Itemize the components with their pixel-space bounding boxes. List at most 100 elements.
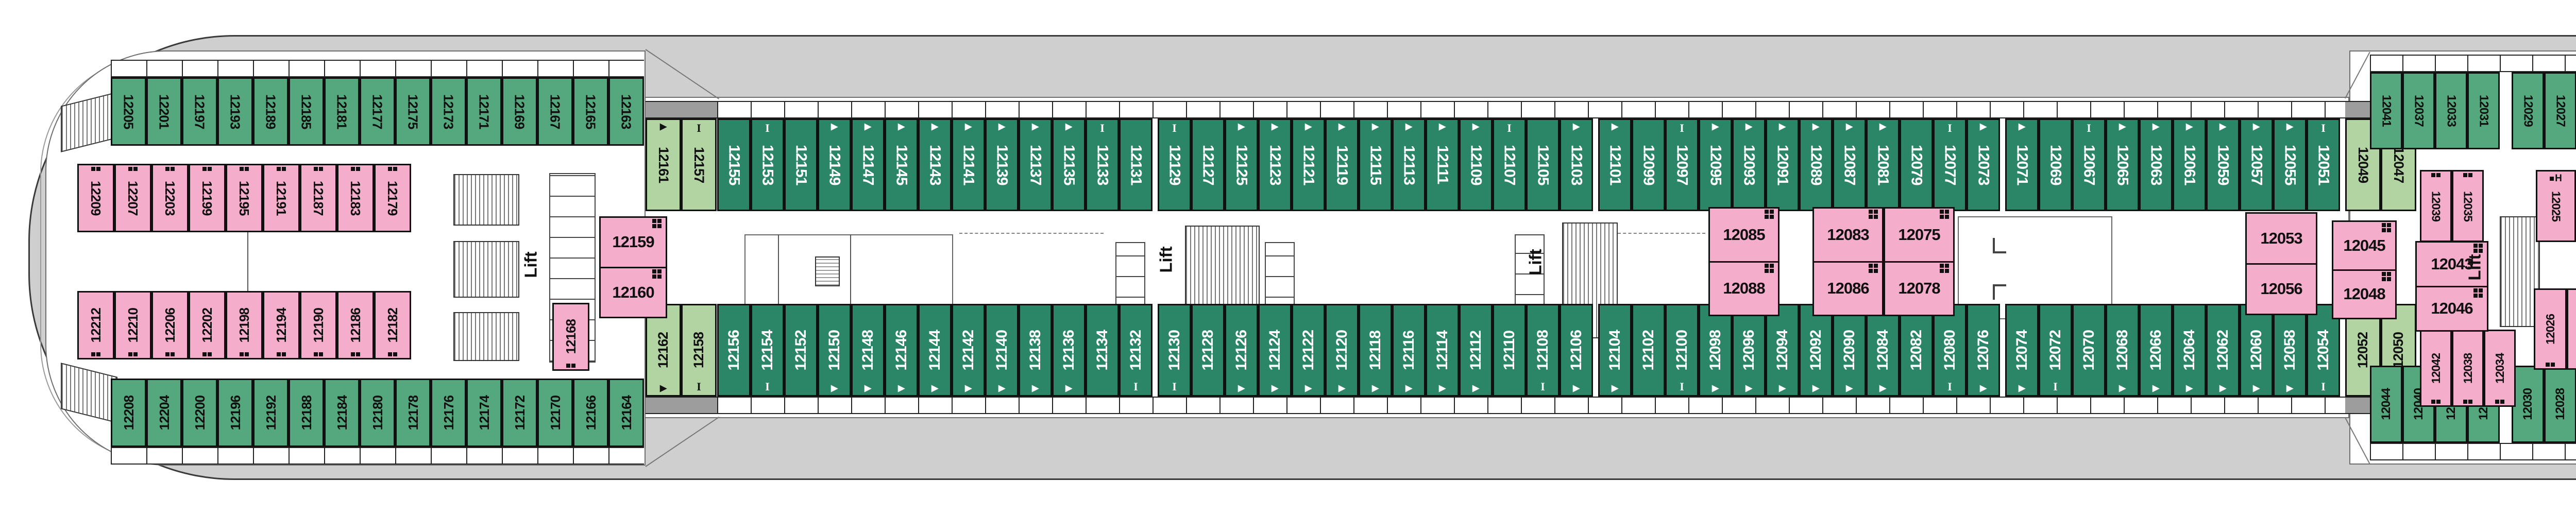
cabin-12089: 12089▶: [1799, 118, 1833, 211]
cabin-12118: 12118▶: [1359, 304, 1392, 397]
cabin-12206: 12206: [151, 291, 189, 359]
chair-icon: [1993, 238, 2006, 253]
cabin-marker-t: ▶: [2119, 383, 2126, 393]
cabin-12208: 12208: [111, 379, 146, 447]
cabin-12122: 12122▶: [1292, 304, 1325, 397]
cabin-marker-s: [301, 352, 335, 356]
cabin-marker-b: I: [1100, 122, 1105, 134]
cabin-marker-t: ▶: [1711, 383, 1719, 393]
cabin-12188: 12188: [289, 379, 324, 447]
cabin-marker-t: ▶: [1845, 383, 1853, 393]
cabin-marker-t: ▶: [1711, 122, 1719, 131]
cabin-12152: 12152: [784, 304, 818, 397]
cabin-12187: 12187: [300, 164, 337, 232]
cabin-marker-t: ▶: [1371, 383, 1379, 393]
cabin-12055: 12055▶: [2273, 118, 2307, 211]
stairs-icon: [453, 312, 519, 361]
cabin-12053: 12053: [2260, 229, 2302, 247]
cabin-marker-b: I: [2321, 122, 2326, 134]
cabin-12147: 12147▶: [851, 118, 885, 211]
cabin-marker-s4: [2382, 271, 2391, 281]
lift-label: Lift: [1526, 249, 1545, 276]
cabin-12074: 12074▶: [2005, 304, 2039, 397]
cabin-marker-s4: [2473, 244, 2483, 253]
cabin-marker-t: ▶: [1065, 383, 1073, 393]
cabin-marker-s: [79, 352, 113, 356]
cabin-12128: 12128: [1191, 304, 1225, 397]
cabin-12048: 12048: [2333, 269, 2395, 318]
cabin-12199: 12199: [189, 164, 226, 232]
cabin-12114: 12114▶: [1426, 304, 1459, 397]
cabin-marker-b: I: [697, 380, 701, 393]
cabin-12035: 12035: [2452, 170, 2484, 242]
service-room-wall: [778, 234, 779, 352]
cabin-marker-t: ▶: [1438, 122, 1446, 131]
cabin-marker-b: I: [2087, 122, 2091, 134]
cabin-marker-t: ▶: [1338, 383, 1346, 393]
cabin-12095: 12095▶: [1699, 118, 1732, 211]
cabin-12043: 12043: [2417, 243, 2487, 286]
cabin-marker-t: ▶: [931, 122, 939, 131]
cabin-marker-t: ▶: [831, 383, 838, 393]
cabin-12198: 12198: [226, 291, 263, 359]
cabin-12120: 12120▶: [1325, 304, 1359, 397]
cabin-12063: 12063▶: [2139, 118, 2173, 211]
cabin-marker-t: ▶: [1271, 122, 1279, 131]
cabin-12197: 12197: [182, 77, 217, 146]
cabin-12093: 12093▶: [1732, 118, 1766, 211]
cabin-12171: 12171: [466, 77, 502, 146]
cabin-12076: 12076▶: [1967, 304, 2000, 397]
cabin-marker-t: ▶: [897, 383, 905, 393]
cabin-marker-t: ▶: [1572, 383, 1580, 393]
cabin-12144: 12144▶: [918, 304, 952, 397]
cabin-marker-s: [2421, 173, 2450, 177]
cabin-marker-t: ▶: [1812, 122, 1820, 131]
cabin-12166: 12166: [573, 379, 608, 447]
cabin-12195: 12195: [226, 164, 263, 232]
cabin-marker-t: ▶: [964, 383, 972, 393]
cabin-12030: 12030: [2512, 366, 2544, 443]
cabin-12064: 12064▶: [2173, 304, 2206, 397]
cabin-12042: 12042: [2420, 330, 2452, 407]
cabin-12186: 12186: [337, 291, 374, 359]
cabin-marker-b: I: [1507, 122, 1512, 134]
cabin-12145: 12145▶: [885, 118, 918, 211]
cabin-marker-s: [153, 167, 187, 171]
cabin-marker-b: I: [1172, 122, 1177, 134]
cabin-marker-t: ▶: [1572, 122, 1580, 131]
cabin-12065: 12065▶: [2106, 118, 2139, 211]
cabin-marker-t: ▶: [1238, 122, 1245, 131]
cabin-12196: 12196: [217, 379, 253, 447]
cabin-12140: 12140▶: [985, 304, 1019, 397]
cabin-12091: 12091▶: [1766, 118, 1799, 211]
cabin-marker-s: [79, 167, 113, 171]
cabin-12116: 12116▶: [1392, 304, 1426, 397]
cabin-12085: 12085: [1710, 209, 1778, 261]
cabin-12165: 12165: [573, 77, 608, 146]
cabin-marker-b: I: [1172, 380, 1177, 393]
cabin-12031: 12031: [2467, 72, 2500, 149]
cabin-12068: 12068▶: [2106, 304, 2139, 397]
cabin-marker-t: ▶: [1405, 383, 1413, 393]
cabin-marker-t: ▶: [931, 383, 939, 393]
cabin-12160: 12160: [601, 266, 666, 317]
cabin-12139: 12139▶: [985, 118, 1019, 211]
cabin-12146: 12146▶: [885, 304, 918, 397]
cabin-12084: 12084▶: [1866, 304, 1900, 397]
cabin-12203: 12203: [151, 164, 189, 232]
cabin-marker-s4: [1765, 210, 1774, 219]
cabin-12192: 12192: [253, 379, 289, 447]
cabin-12167: 12167: [537, 77, 573, 146]
cabin-12121: 12121▶: [1292, 118, 1325, 211]
cabin-12200: 12200: [182, 379, 217, 447]
